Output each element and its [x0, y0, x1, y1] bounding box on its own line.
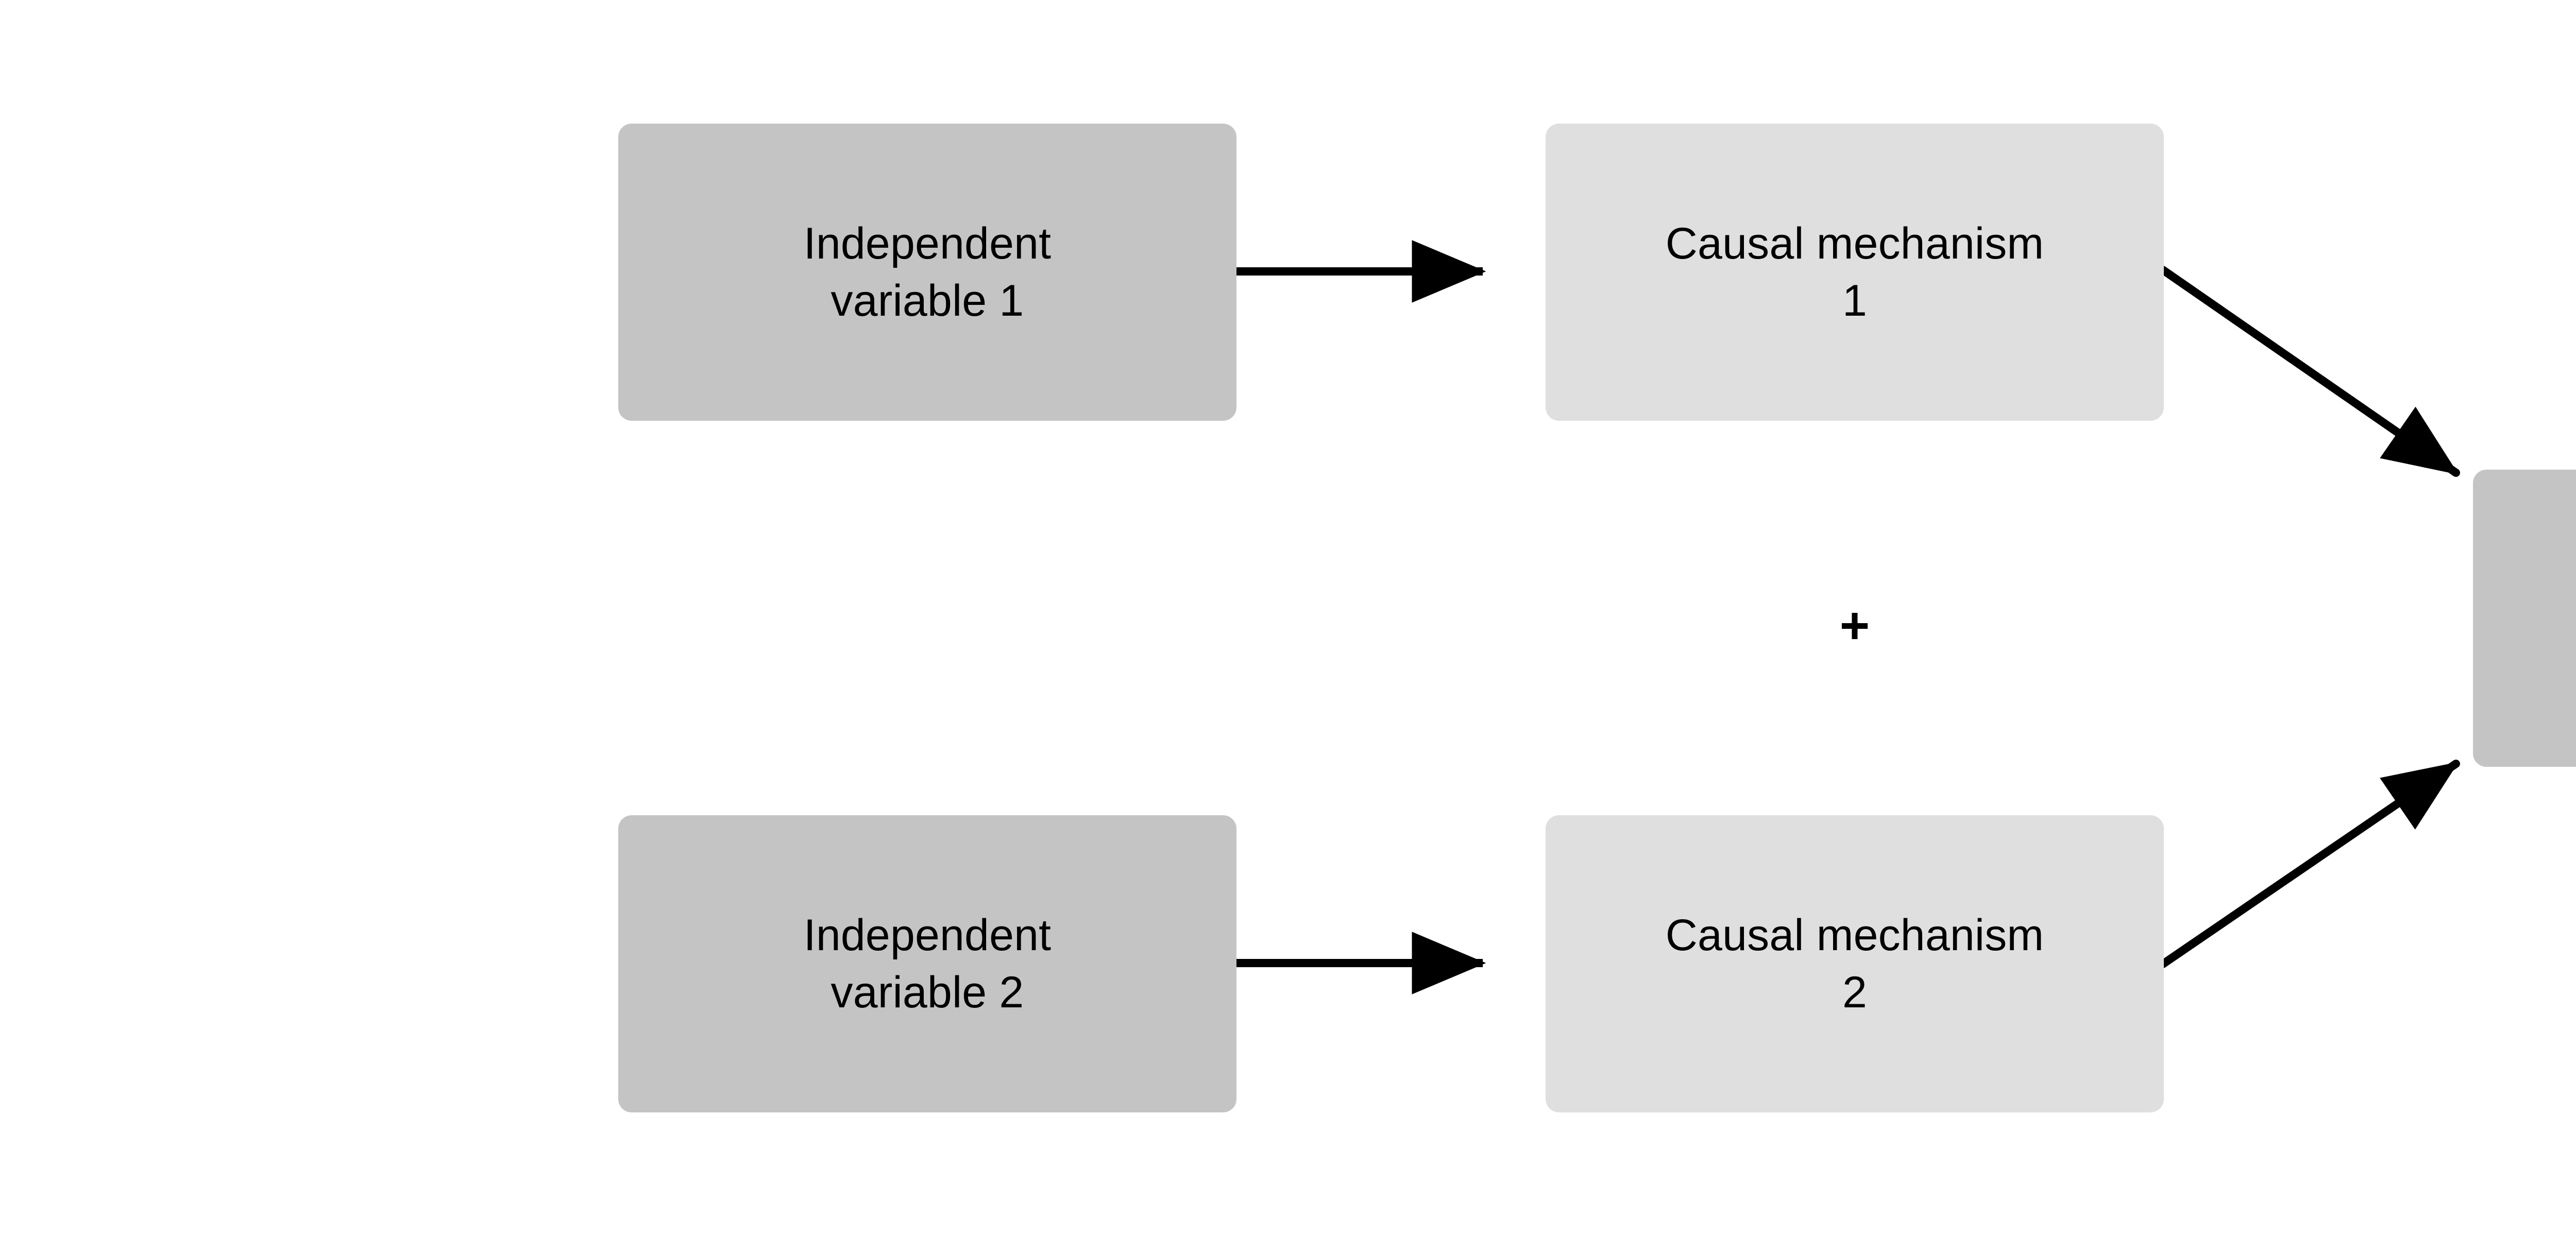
node-causal-mechanism-1[interactable]: Causal mechanism 1	[1546, 124, 2164, 421]
edge-cm1-to-dv	[2159, 266, 2460, 477]
node-dependent-variable[interactable]: Dependent variable	[2473, 470, 2576, 767]
node-independent-variable-2[interactable]: Independent variable 2	[618, 815, 1236, 1112]
node-independent-variable-1[interactable]: Independent variable 1	[618, 124, 1236, 421]
edge-cm2-to-dv	[2159, 760, 2460, 968]
plus-operator-symbol: +	[1839, 596, 1870, 655]
node-causal-mechanism-2[interactable]: Causal mechanism 2	[1546, 815, 2164, 1112]
